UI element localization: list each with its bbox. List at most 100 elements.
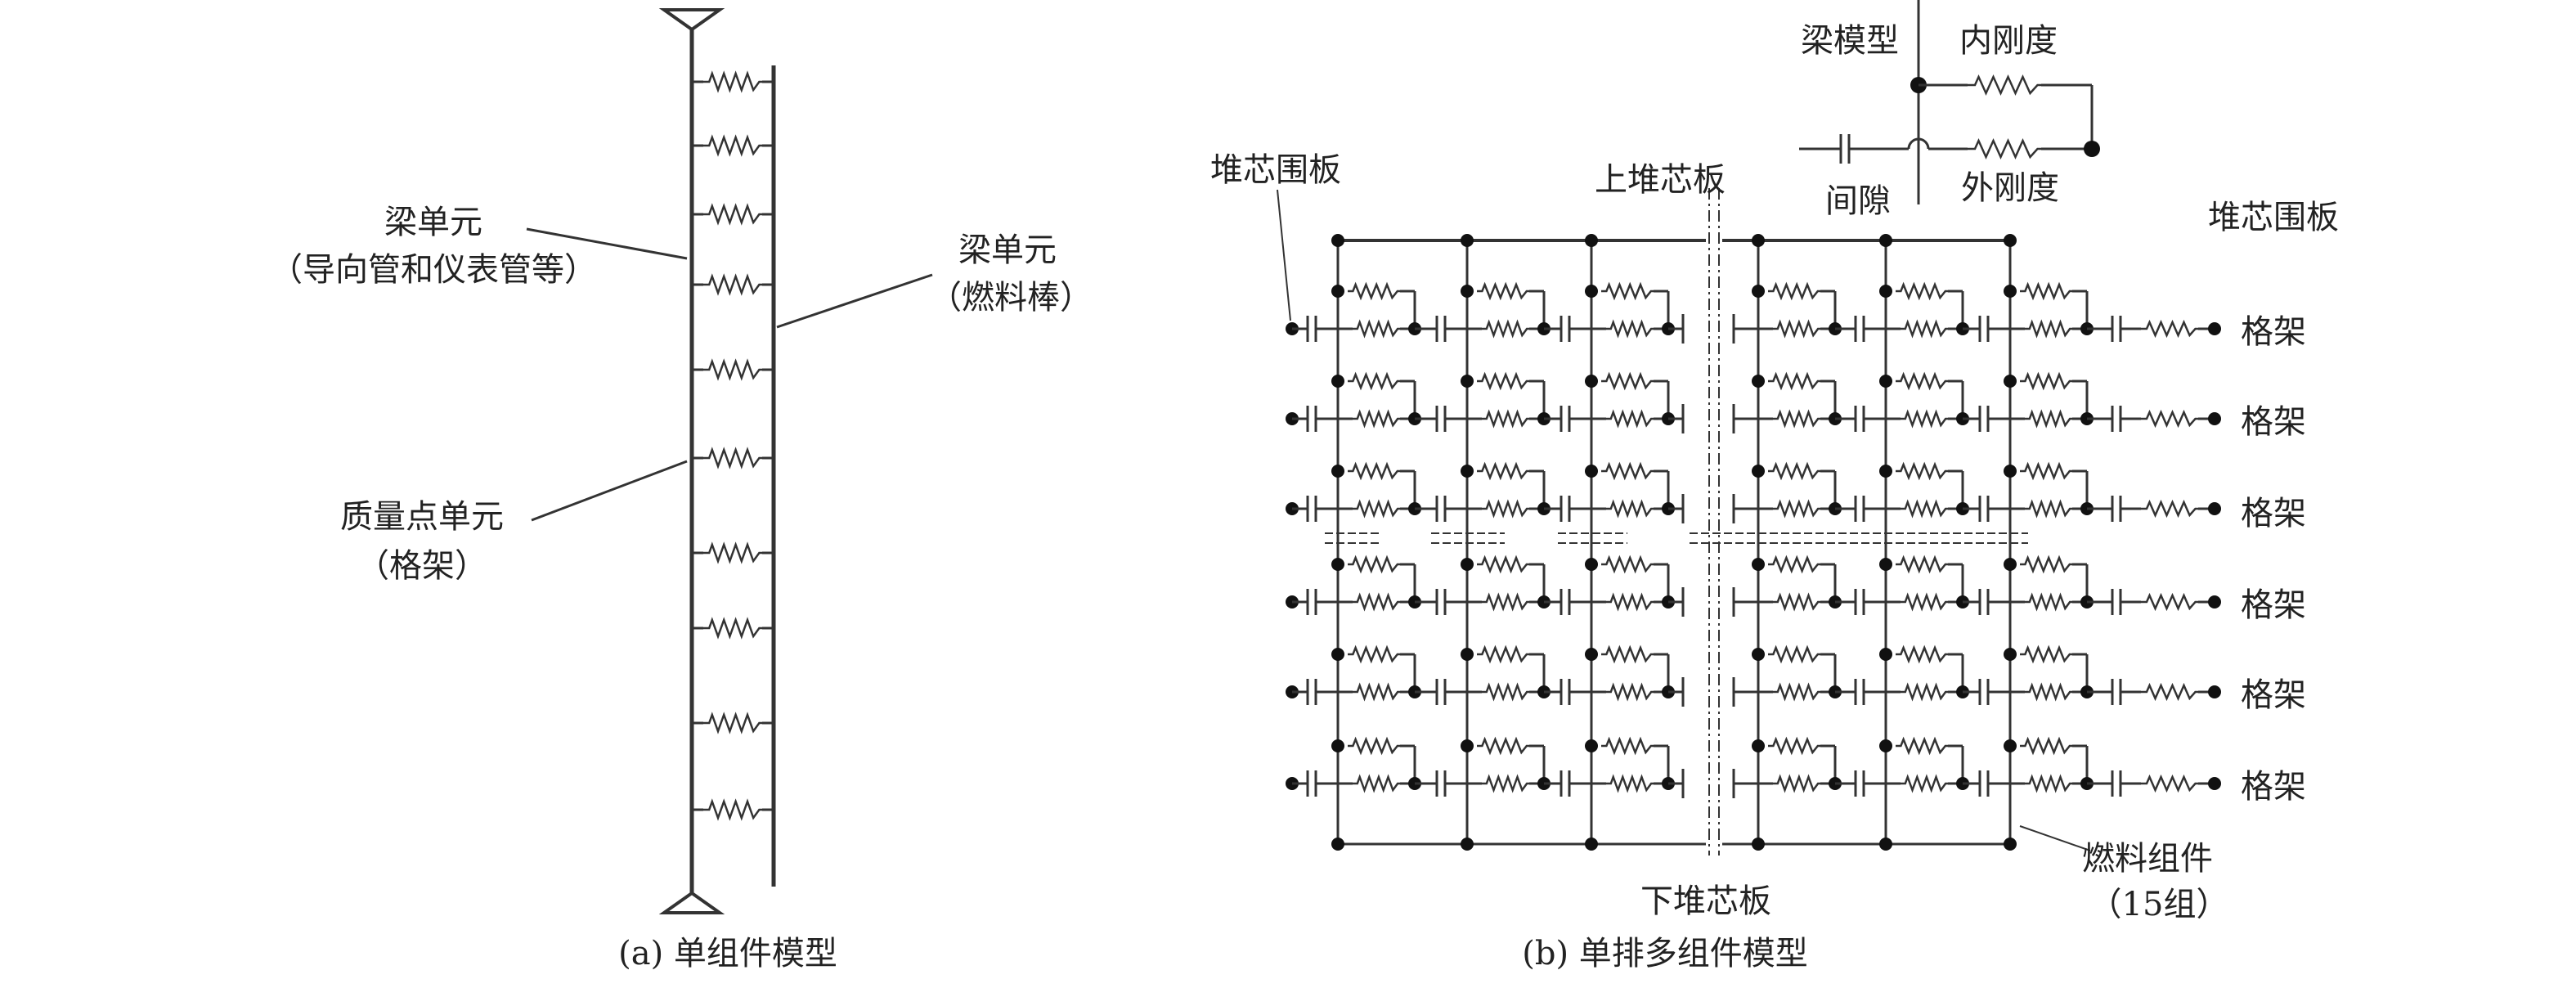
node-dot: [2004, 739, 2017, 752]
outer-stiffness-spring: [1901, 592, 1948, 612]
node-dot: [1331, 285, 1344, 298]
baffle-spring: [2141, 682, 2198, 702]
outer-stiffness-spring: [1901, 682, 1948, 702]
node-dot: [1879, 648, 1892, 661]
node-dot: [1879, 558, 1892, 571]
inner-stiffness-spring: [1348, 371, 1400, 391]
outer-stiffness-spring: [1606, 774, 1654, 793]
inner-stiffness-spring: [1477, 461, 1529, 481]
upper-core-plate-label: 上堆芯板: [1595, 161, 1726, 199]
grid-spring: [703, 447, 762, 469]
bottom-support-icon: [658, 891, 725, 914]
node-dot: [1752, 465, 1765, 478]
fuel-assembly-label: 燃料组件: [2082, 840, 2213, 878]
inner-stiffness-spring: [1601, 555, 1654, 574]
node-dot: [1461, 375, 1474, 388]
node-dot: [1752, 234, 1765, 247]
node-dot: [1879, 375, 1892, 388]
outer-stiffness-spring: [2025, 682, 2072, 702]
inner-stiffness-spring: [1601, 644, 1654, 664]
node-dot: [1585, 375, 1598, 388]
node-dot: [1331, 375, 1344, 388]
grid-spring: [703, 798, 762, 821]
leader-line: [2019, 825, 2091, 851]
inner-stiffness-spring: [1348, 736, 1400, 756]
inner-stiffness-spring: [1896, 461, 1948, 481]
node-dot: [1585, 558, 1598, 571]
node-dot: [1331, 465, 1344, 478]
node-dot: [1879, 285, 1892, 298]
node-dot: [1879, 465, 1892, 478]
outer-stiffness-spring: [2025, 319, 2072, 339]
node-dot: [1331, 838, 1344, 851]
node-dot: [1331, 648, 1344, 661]
node-dot: [1461, 234, 1474, 247]
node-dot: [1752, 648, 1765, 661]
outer-stiffness-spring: [2025, 499, 2072, 519]
inner-stiffness-spring: [2020, 281, 2072, 301]
inner-stiffness-spring: [1348, 461, 1400, 481]
node-dot: [1879, 838, 1892, 851]
grid-spring: [703, 712, 762, 734]
outer-stiffness-spring: [1773, 319, 1820, 339]
outer-stiffness-spring: [2025, 592, 2072, 612]
inner-stiffness-spring: [1768, 644, 1820, 664]
inner-stiffness-spring: [1477, 644, 1529, 664]
lower-core-plate-label: 下堆芯板: [1640, 882, 1771, 920]
inner-stiffness-spring: [1601, 371, 1654, 391]
node-dot: [2208, 322, 2221, 335]
inner-stiffness-spring: [1601, 736, 1654, 756]
grid-spring: [703, 617, 762, 640]
outer-stiffness-spring: [1901, 499, 1948, 519]
core-baffle-left-label: 堆芯围板: [1210, 151, 1341, 189]
baffle-spring: [2141, 319, 2198, 339]
inner-stiffness-spring: [2020, 644, 2072, 664]
legend-outer-spring: [1968, 137, 2041, 160]
grid-label-2: 格架: [2241, 403, 2306, 441]
node-dot: [1752, 739, 1765, 752]
inner-stiffness-spring: [1601, 281, 1654, 301]
outer-stiffness-spring: [1482, 682, 1529, 702]
outer-stiffness-spring: [1353, 592, 1400, 612]
leader-line: [531, 460, 688, 522]
node-dot: [2004, 285, 2017, 298]
node-dot: [1461, 648, 1474, 661]
node-dot: [2084, 141, 2100, 157]
legend-outer-stiffness: 外刚度: [1961, 169, 2059, 207]
node-dot: [1879, 739, 1892, 752]
node-dot: [2004, 558, 2017, 571]
inner-stiffness-spring: [1768, 281, 1820, 301]
leader-line: [1277, 189, 1291, 321]
outer-stiffness-spring: [1901, 774, 1948, 793]
inner-stiffness-spring: [1768, 461, 1820, 481]
node-dot: [2004, 838, 2017, 851]
inner-stiffness-spring: [1896, 644, 1948, 664]
grid-spring: [703, 358, 762, 381]
inner-stiffness-spring: [2020, 736, 2072, 756]
grid-label-3: 格架: [2241, 495, 2306, 532]
fuel-assembly-count: （15组）: [2089, 886, 2229, 923]
legend-crossover-arc: [1907, 137, 1930, 150]
node-dot: [2208, 412, 2221, 425]
outer-stiffness-spring: [1482, 319, 1529, 339]
inner-stiffness-spring: [1348, 281, 1400, 301]
outer-stiffness-spring: [1482, 592, 1529, 612]
node-dot: [1585, 465, 1598, 478]
inner-stiffness-spring: [1768, 555, 1820, 574]
node-dot: [1331, 234, 1344, 247]
outer-stiffness-spring: [1606, 592, 1654, 612]
legend-inner-spring: [1968, 74, 2041, 97]
legend-beam-model: 梁模型: [1801, 22, 1899, 60]
outer-stiffness-spring: [1482, 409, 1529, 429]
outer-stiffness-spring: [1482, 774, 1529, 793]
beam-element-guide-sub: （导向管和仪表管等）: [270, 251, 597, 289]
baffle-spring: [2141, 592, 2198, 612]
outer-stiffness-spring: [1773, 409, 1820, 429]
inner-stiffness-spring: [1348, 644, 1400, 664]
baffle-spring: [2141, 499, 2198, 519]
grid-label-1: 格架: [2241, 313, 2306, 351]
outer-stiffness-spring: [1482, 499, 1529, 519]
beam-element-fuel-label: 梁单元: [958, 231, 1057, 269]
outer-stiffness-spring: [1901, 319, 1948, 339]
